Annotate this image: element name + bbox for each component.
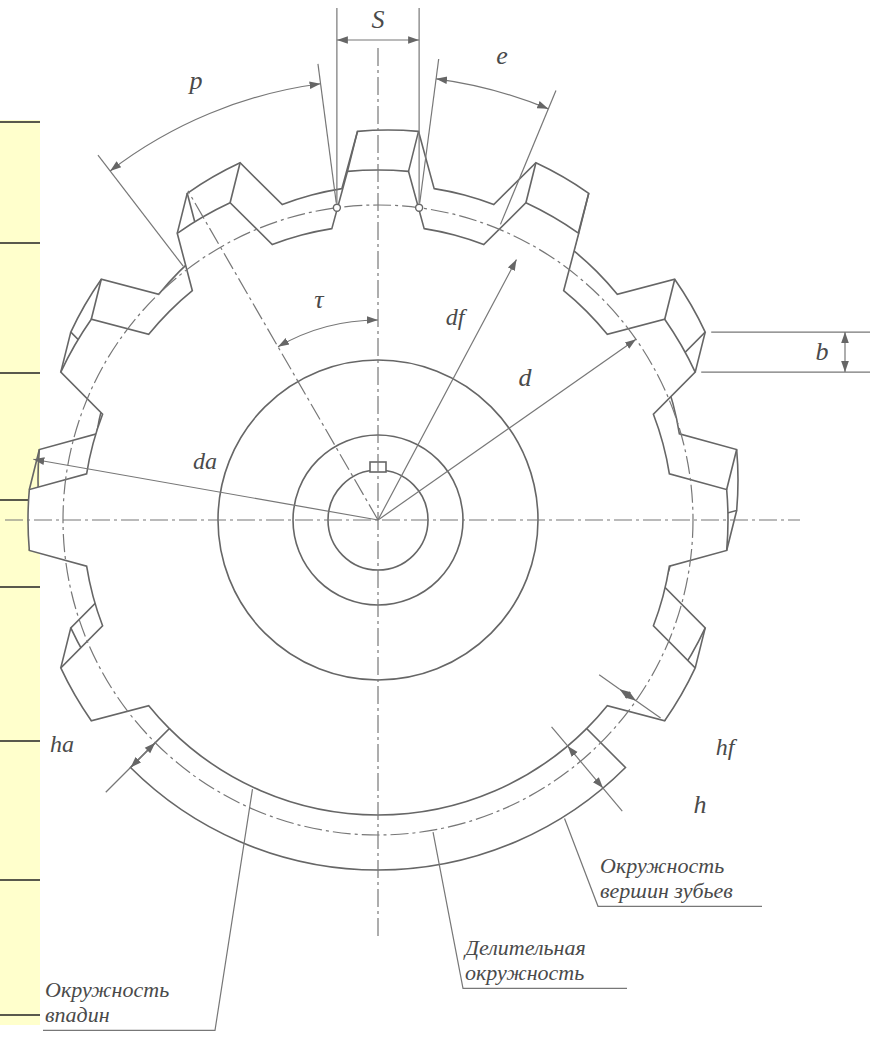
extension-line [500, 90, 555, 224]
extension-line [106, 767, 131, 792]
angle-symbol: τ [312, 285, 325, 315]
tooth-edge [695, 332, 705, 372]
dimension-symbol: b [814, 337, 831, 367]
tooth-axis [188, 191, 378, 520]
leader-line [43, 789, 252, 1030]
dimension-line [131, 743, 156, 768]
tooth-edge [665, 279, 675, 319]
circle-name: Окружность вершин зубьев [598, 853, 762, 904]
table-rule [0, 740, 40, 742]
dimension-symbol: p [188, 66, 205, 96]
table-strip [0, 120, 40, 1025]
dimension-line [436, 79, 548, 109]
dimension-symbol: e [494, 41, 510, 71]
table-rule [0, 121, 40, 123]
extension-line [636, 701, 661, 718]
dimension-line [844, 332, 845, 372]
table-rule [0, 586, 40, 588]
dimension-symbol: hf [714, 734, 737, 762]
table-rule [0, 1014, 40, 1016]
tooth-edge [579, 193, 589, 233]
tooth-edge [727, 449, 737, 489]
leaders [43, 789, 762, 1030]
dimension-line [378, 260, 516, 520]
tooth-edge [29, 449, 39, 489]
extension-line [419, 8, 420, 204]
table-rule [0, 879, 40, 881]
dimension-symbol: ha [48, 731, 76, 759]
center-line [5, 519, 800, 520]
leader-line [565, 819, 762, 907]
dimension-line [278, 320, 378, 347]
dimension-line [568, 746, 603, 788]
extension-line [420, 59, 439, 203]
dimension-symbol: S [370, 5, 387, 35]
dimension-symbol: da [191, 448, 219, 476]
extension-line [711, 331, 870, 332]
tooth-edge [347, 131, 357, 171]
dimension-line [378, 339, 636, 520]
extension-line [318, 64, 336, 203]
tooth-edge [409, 131, 419, 171]
dimension-line [620, 689, 636, 700]
extension-line [336, 8, 337, 204]
circle-name: Делительная окружность [463, 935, 627, 986]
pitch-point [416, 204, 423, 211]
dimension-line [110, 84, 320, 171]
table-cell [0, 120, 40, 1025]
extension-line [98, 155, 183, 266]
extension-line [603, 788, 622, 811]
center-line [377, 48, 378, 940]
tooth-edge [526, 163, 536, 203]
dimensions [33, 8, 870, 811]
tooth-edge [91, 279, 101, 319]
dimension-symbol: d [517, 363, 534, 393]
pitch-point [333, 204, 340, 211]
extension-line [552, 727, 568, 746]
dimension-symbol: df [444, 304, 467, 332]
tooth-edge [695, 628, 705, 668]
gear [5, 48, 800, 940]
extension-line [599, 675, 619, 689]
dimension-symbol: h [692, 790, 709, 820]
circle-name: Окружность впадин [43, 977, 207, 1028]
table-rule [0, 242, 40, 244]
table-rule [0, 372, 40, 374]
dimension-line [337, 39, 419, 40]
tooth-edge [230, 163, 240, 203]
